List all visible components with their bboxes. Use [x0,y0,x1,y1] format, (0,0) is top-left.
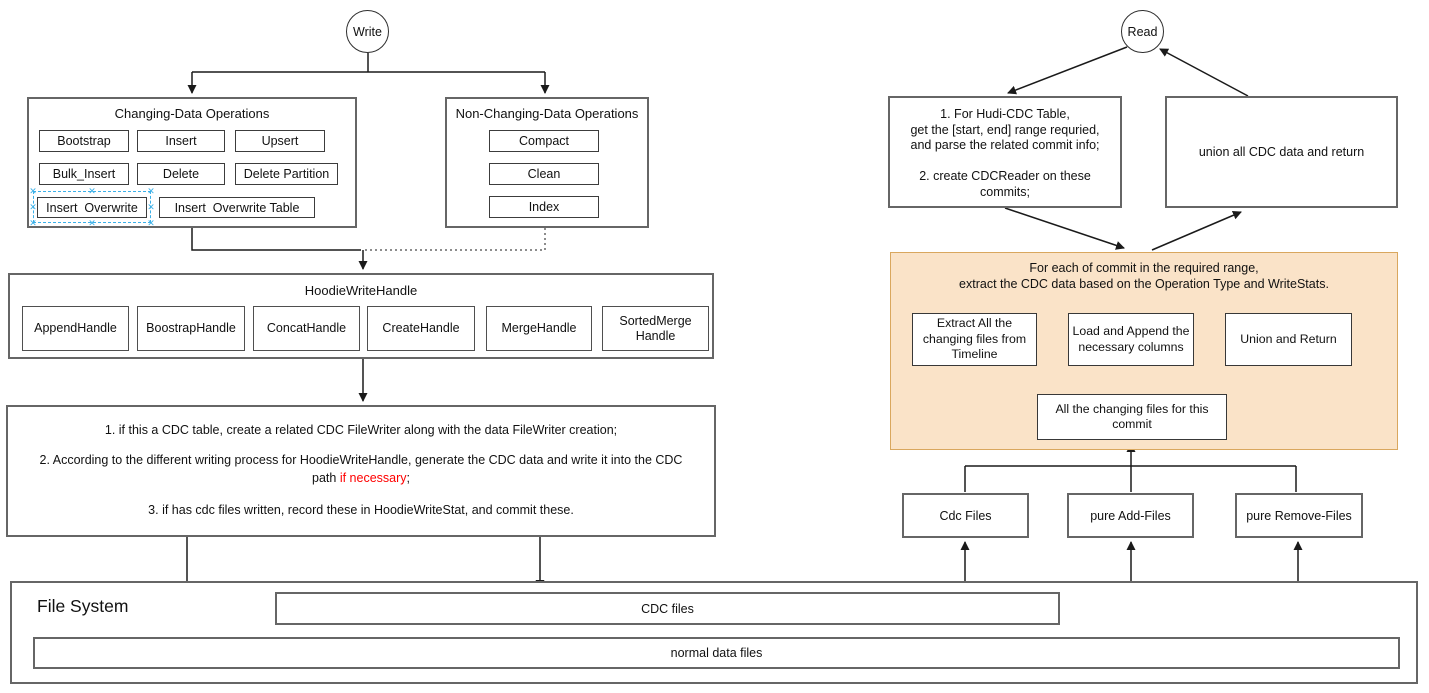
op-delete[interactable]: Delete [137,163,225,185]
edge-changing-exit[interactable] [191,228,361,251]
write-start-node[interactable]: Write [346,10,389,53]
hoodie-write-handle-title: HoodieWriteHandle [304,283,418,298]
cdc-files-group-box[interactable]: Cdc Files [902,493,1029,538]
selection-handle[interactable]: ✕ [88,218,96,228]
op-insert-overwrite-table[interactable]: Insert Overwrite Table [159,197,315,218]
op-bulk-insert[interactable]: Bulk_Insert [39,163,129,185]
non-changing-ops-title: Non-Changing-Data Operations [455,106,639,121]
op-upsert[interactable]: Upsert [235,130,325,152]
edge-orange-to-unionbox[interactable] [1151,211,1242,251]
op-insert-overwrite[interactable]: Insert Overwrite [37,197,147,218]
op-clean[interactable]: Clean [489,163,599,185]
op-index[interactable]: Index [489,196,599,218]
cdc-files-bar[interactable]: CDC files [275,592,1060,625]
edge-read-to-rangebox[interactable] [1007,46,1128,95]
pure-add-files-box[interactable]: pure Add-Files [1067,493,1194,538]
selection-handle[interactable]: ✕ [147,218,155,228]
handle-concat[interactable]: ConcatHandle [253,306,360,351]
union-all-cdc-box[interactable]: union all CDC data and return [1165,96,1398,208]
load-append-columns-box[interactable]: Load and Append the necessary columns [1068,313,1194,366]
selection-handle[interactable]: ✕ [29,202,37,212]
handle-create[interactable]: CreateHandle [367,306,475,351]
handle-merge[interactable]: MergeHandle [486,306,592,351]
read-label: Read [1127,24,1158,39]
all-changing-files-box[interactable]: All the changing files for this commit [1037,394,1227,440]
op-delete-partition[interactable]: Delete Partition [235,163,338,185]
step-2-red-text: if necessary [339,471,407,485]
read-start-node[interactable]: Read [1121,10,1164,53]
op-bootstrap[interactable]: Bootstrap [39,130,129,152]
union-and-return-box[interactable]: Union and Return [1225,313,1352,366]
op-insert[interactable]: Insert [137,130,225,152]
pure-remove-files-box[interactable]: pure Remove-Files [1235,493,1363,538]
selection-handle[interactable]: ✕ [147,186,155,196]
edge-nonchanging-exit-dashed[interactable] [365,228,546,251]
cdc-write-steps-box[interactable]: 1. if this a CDC table, create a related… [6,405,716,537]
write-label: Write [353,24,382,39]
edge-rangebox-to-orange[interactable] [1004,207,1125,250]
normal-data-files-bar[interactable]: normal data files [33,637,1400,669]
read-range-box[interactable]: 1. For Hudi-CDC Table, get the [start, e… [888,96,1122,208]
selection-handle[interactable]: ✕ [29,186,37,196]
selection-handle[interactable]: ✕ [88,186,96,196]
selection-handle[interactable]: ✕ [29,218,37,228]
per-commit-title: For each of commit in the required range… [959,261,1329,291]
file-system-title: File System [37,596,129,616]
selection-outline[interactable] [33,191,151,223]
handle-append[interactable]: AppendHandle [22,306,129,351]
handle-boostrap[interactable]: BoostrapHandle [137,306,245,351]
handle-sorted-merge[interactable]: SortedMerge Handle [602,306,709,351]
step-1: 1. if this a CDC table, create a related… [104,423,618,437]
changing-ops-title: Changing-Data Operations [114,106,270,121]
step-3: 3. if has cdc files written, record thes… [148,503,574,517]
extract-changing-files-box[interactable]: Extract All the changing files from Time… [912,313,1037,366]
edge-unionbox-to-read[interactable] [1159,48,1249,97]
selection-handle[interactable]: ✕ [147,202,155,212]
step-2: 2. According to the different writing pr… [39,453,683,485]
op-compact[interactable]: Compact [489,130,599,152]
